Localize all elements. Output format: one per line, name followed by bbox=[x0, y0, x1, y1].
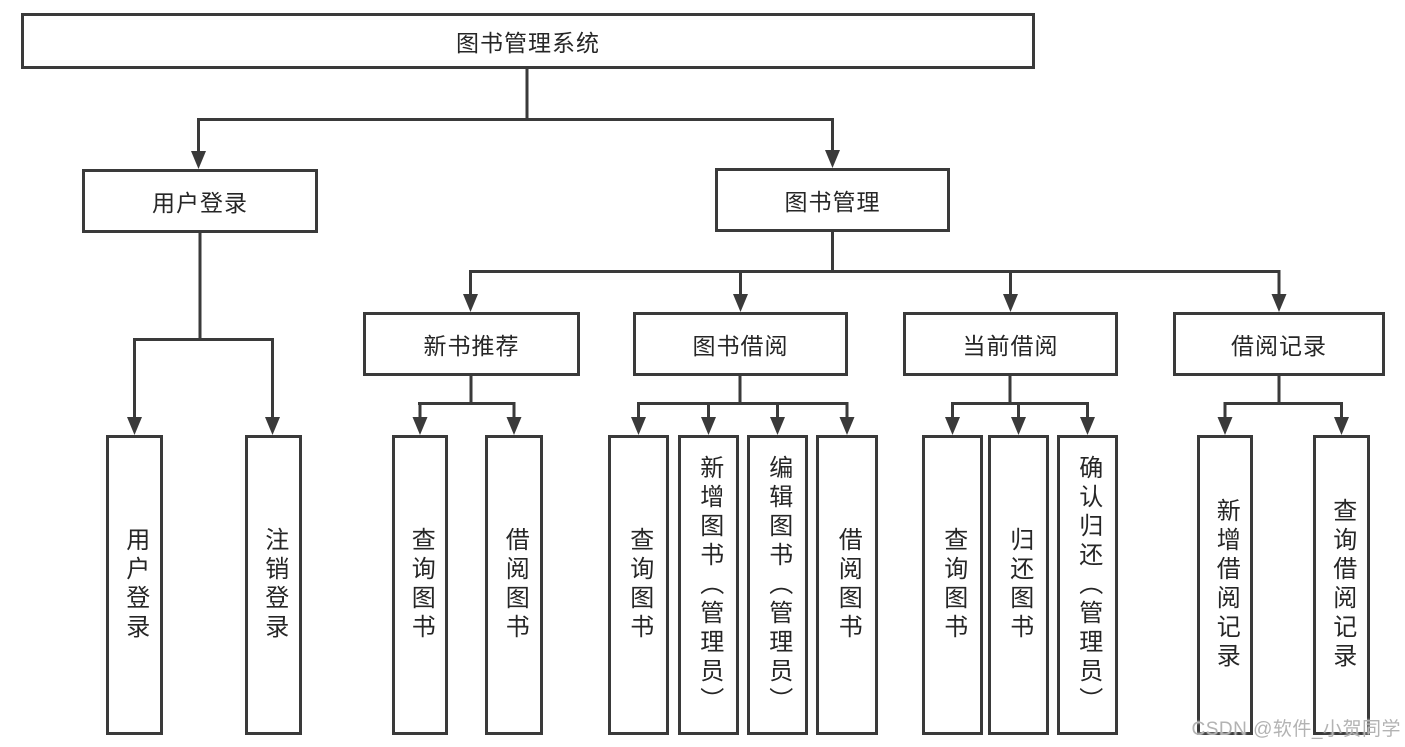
node-new-book-recommend: 新书推荐 bbox=[363, 312, 580, 376]
node-user-login: 用户登录 bbox=[82, 169, 318, 233]
node-current-borrow: 当前借阅 bbox=[903, 312, 1118, 376]
leaf-return-book: 归还图书 bbox=[988, 435, 1049, 735]
leaf-borrow-book: 借阅图书 bbox=[816, 435, 878, 735]
leaf-query-books-recommend: 查询图书 bbox=[392, 435, 448, 735]
leaf-user-login: 用户登录 bbox=[106, 435, 163, 735]
leaf-query-books-borrow: 查询图书 bbox=[608, 435, 669, 735]
node-library-system: 图书管理系统 bbox=[21, 13, 1035, 69]
node-borrow-records: 借阅记录 bbox=[1173, 312, 1385, 376]
node-book-borrow: 图书借阅 bbox=[633, 312, 848, 376]
leaf-edit-book-admin: 编辑图书（管理员） bbox=[747, 435, 808, 735]
leaf-add-book-admin: 新增图书（管理员） bbox=[678, 435, 739, 735]
leaf-borrow-books-recommend: 借阅图书 bbox=[485, 435, 543, 735]
leaf-logout: 注销登录 bbox=[245, 435, 302, 735]
leaf-query-books-current: 查询图书 bbox=[922, 435, 983, 735]
leaf-confirm-return-admin: 确认归还（管理员） bbox=[1057, 435, 1118, 735]
csdn-watermark: CSDN @软件_小贺同学 bbox=[1191, 719, 1401, 740]
leaf-query-borrow-record: 查询借阅记录 bbox=[1313, 435, 1370, 735]
node-book-management: 图书管理 bbox=[715, 168, 950, 232]
leaf-add-borrow-record: 新增借阅记录 bbox=[1197, 435, 1253, 735]
